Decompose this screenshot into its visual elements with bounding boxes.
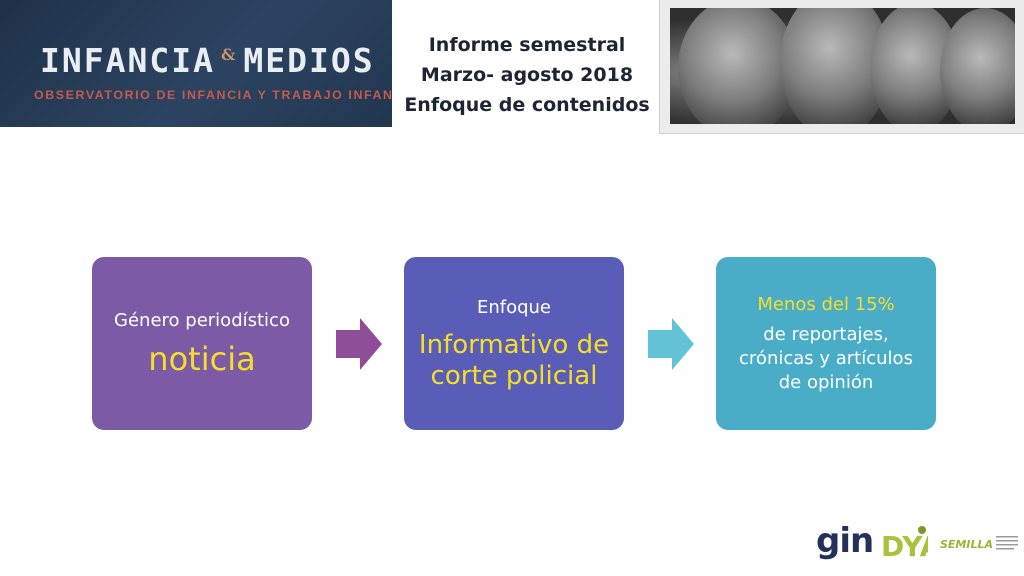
- logo-ampersand: &: [220, 45, 238, 64]
- logo-word-left: INFANCIA: [40, 41, 215, 80]
- semilla-logo-icon: SEMILLA: [940, 536, 1018, 551]
- title-line-3: Enfoque de contenidos: [404, 94, 650, 116]
- svg-text:SEMILLA: SEMILLA: [940, 538, 993, 551]
- gin-logo: gin: [816, 521, 874, 561]
- share-text: de reportajes, crónicas y artículos de o…: [739, 323, 913, 393]
- focus-label: Enfoque: [476, 296, 552, 318]
- title-line-2: Marzo- agosto 2018: [420, 64, 634, 86]
- share-box: Menos del 15% de reportajes, crónicas y …: [716, 257, 936, 430]
- genre-value: noticia: [148, 339, 256, 378]
- title-line-1: Informe semestral: [428, 34, 626, 56]
- arrow-right-icon: [648, 318, 694, 370]
- genre-label: Género periodístico: [114, 309, 290, 331]
- focus-value: Informativo de corte policial: [418, 329, 610, 391]
- children-photo: [670, 8, 1015, 124]
- svg-text:DYA: DYA: [881, 530, 928, 562]
- focus-box: Enfoque Informativo de corte policial: [404, 257, 624, 430]
- genre-box: Género periodístico noticia: [92, 257, 312, 430]
- logo-word-right: MEDIOS: [243, 41, 375, 80]
- arrow-right-icon: [336, 318, 382, 370]
- dya-logo-icon: DYA: [881, 526, 928, 562]
- share-highlight: Menos del 15%: [757, 293, 895, 315]
- report-title: Informe semestral Marzo- agosto 2018 Enf…: [396, 30, 658, 120]
- logo-tagline: OBSERVATORIO DE INFANCIA Y TRABAJO INFAN…: [34, 88, 392, 102]
- logo-wordmark: INFANCIA & MEDIOS: [40, 40, 375, 80]
- photo-frame: [659, 0, 1024, 134]
- infancia-medios-banner: INFANCIA & MEDIOS OBSERVATORIO DE INFANC…: [0, 0, 392, 127]
